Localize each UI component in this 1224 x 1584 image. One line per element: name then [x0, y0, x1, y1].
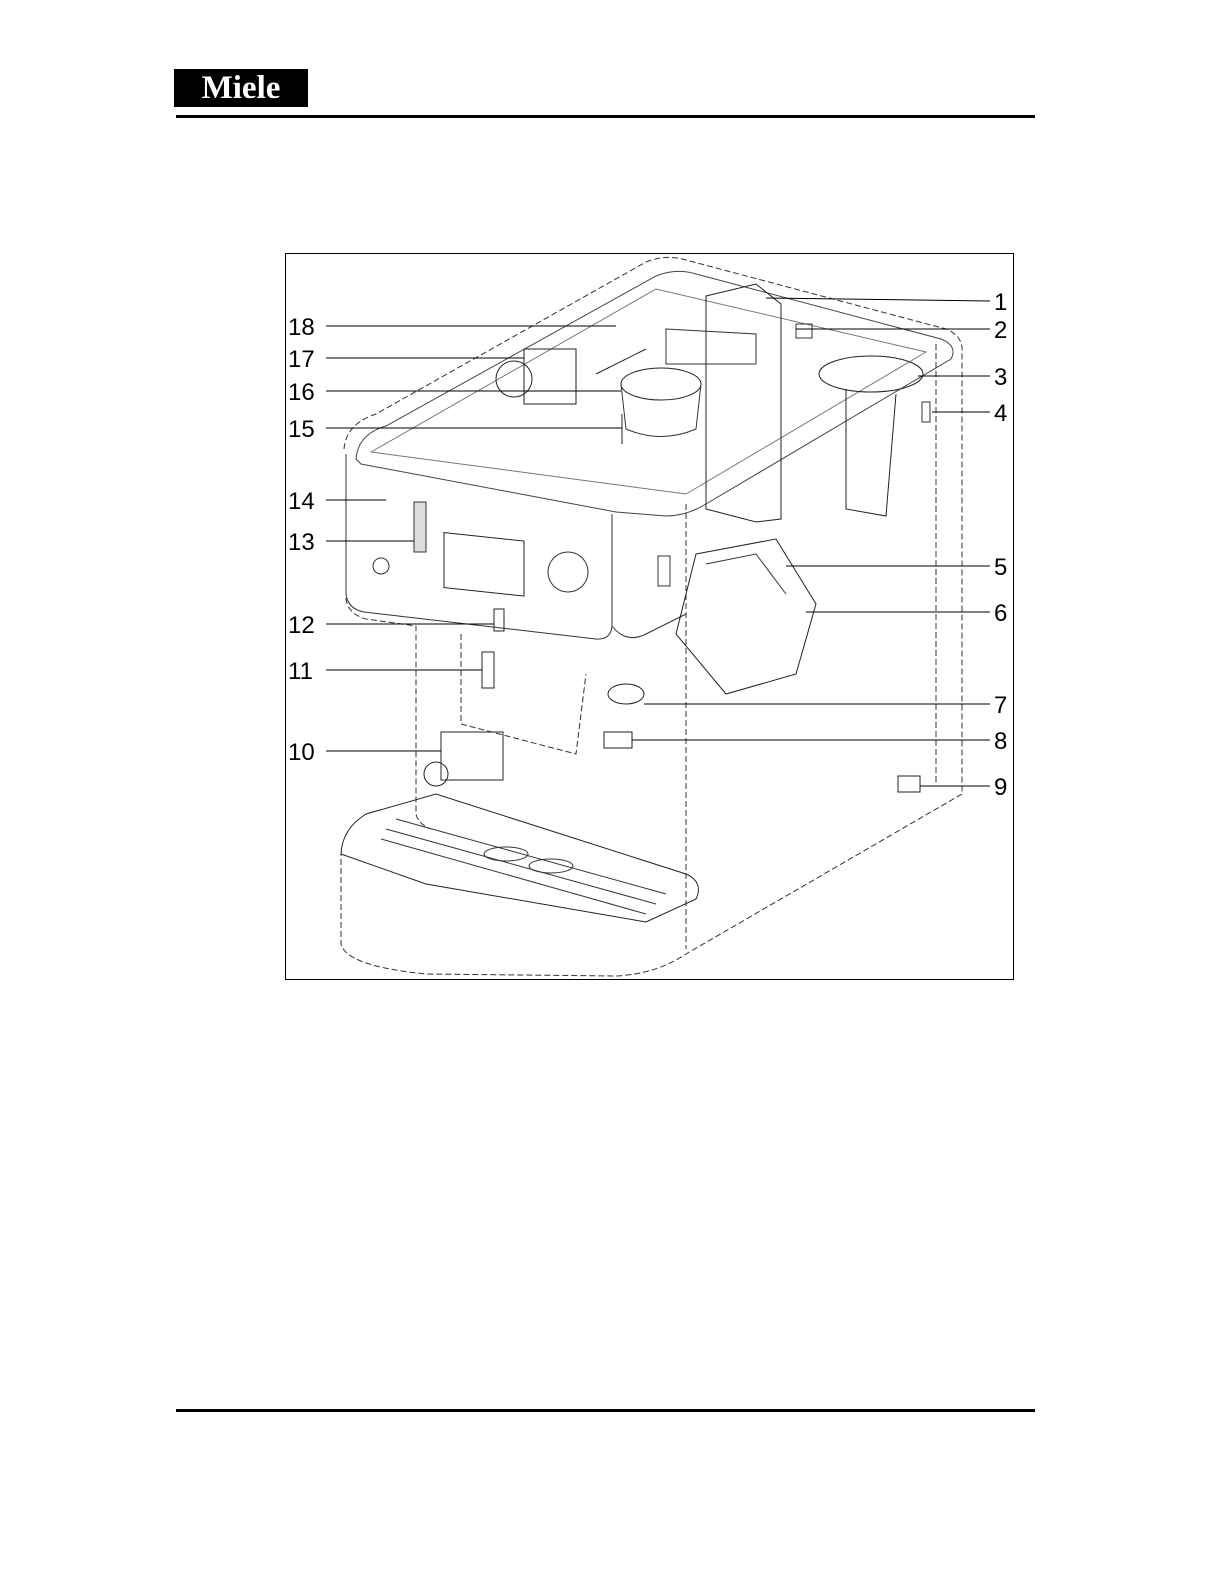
- drip-tray: [341, 794, 698, 922]
- display-window: [444, 533, 524, 596]
- logo-text: Miele: [202, 72, 281, 105]
- item-16-heater-body: [621, 384, 701, 437]
- control-panel: [346, 454, 612, 639]
- drip-slot-2: [386, 829, 656, 904]
- callout-1: 1: [994, 289, 1007, 316]
- item-8-valve: [604, 732, 632, 748]
- callout-5: 5: [994, 554, 1007, 581]
- callout-18: 18: [288, 314, 315, 341]
- callout-17: 17: [288, 346, 315, 373]
- item-13-board: [414, 502, 426, 552]
- item-2-connector: [796, 324, 812, 338]
- item-10-pump-outlet: [424, 762, 448, 786]
- item-7-flowmeter: [608, 684, 644, 704]
- item-3-grinder-top: [819, 356, 923, 392]
- lower-housing: [461, 634, 586, 754]
- callout-11: 11: [288, 658, 313, 685]
- callout-16: 16: [288, 379, 315, 406]
- item-5-brew-part: [706, 554, 786, 594]
- item-4-sensor: [922, 402, 930, 422]
- callout-6: 6: [994, 600, 1007, 627]
- footer-rule: [176, 1409, 1035, 1412]
- drip-slot-3: [381, 839, 646, 914]
- callout-8: 8: [994, 728, 1007, 755]
- item-2-board: [666, 329, 756, 364]
- body-top-outline: [344, 257, 962, 794]
- item-3-grinder-body: [846, 389, 896, 516]
- brew-switch: [658, 556, 670, 586]
- callout-2: 2: [994, 317, 1007, 344]
- leader-1: [766, 298, 990, 301]
- item-17-motor-gear: [496, 361, 532, 397]
- component-location-diagram: 1 2 3 4 5 6 7 8 9 10 11 12 13 14 15 16 1…: [285, 253, 1014, 980]
- diagram-svg: 1 2 3 4 5 6 7 8 9 10 11 12 13 14 15 16 1…: [286, 254, 1014, 980]
- callout-14: 14: [288, 488, 315, 515]
- panel-button: [373, 558, 389, 574]
- callout-10: 10: [288, 739, 315, 766]
- callout-15: 15: [288, 416, 315, 443]
- item-6-brew-unit: [676, 539, 816, 694]
- item-9-switch: [898, 776, 920, 792]
- item-11-switch: [482, 652, 494, 688]
- top-lid: [356, 271, 953, 516]
- item-1-tank-unit: [706, 284, 781, 522]
- callout-labels: 1 2 3 4 5 6 7 8 9 10 11 12 13 14 15 16 1…: [288, 289, 1007, 801]
- front-lower-edge: [612, 614, 686, 638]
- drip-slot-1: [396, 819, 666, 894]
- callout-3: 3: [994, 364, 1007, 391]
- callout-13: 13: [288, 529, 315, 556]
- miele-logo: Miele: [174, 69, 308, 107]
- header-rule: [176, 115, 1035, 118]
- item-16-heater: [621, 368, 701, 400]
- control-knob: [548, 552, 588, 592]
- item-10-pump: [441, 732, 503, 780]
- callout-12: 12: [288, 612, 315, 639]
- callout-7: 7: [994, 692, 1007, 719]
- callout-9: 9: [994, 774, 1007, 801]
- callout-4: 4: [994, 400, 1007, 427]
